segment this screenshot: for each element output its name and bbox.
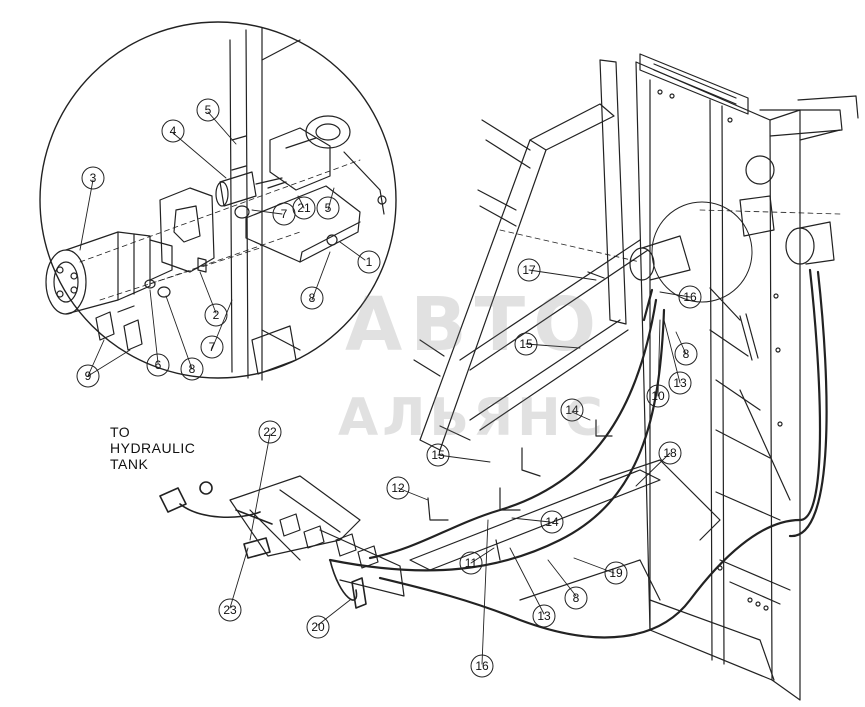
note-line-3: TANK: [110, 456, 149, 472]
callout-15a: [514, 332, 538, 356]
callout-6: [146, 353, 170, 377]
hydraulic-fittings: [95, 311, 143, 351]
callout-label-5a: 5: [205, 103, 212, 117]
callout-label-5b: 5: [325, 201, 332, 215]
callout-12: [386, 476, 410, 500]
callout-23: [218, 598, 242, 622]
callout-1: [357, 250, 381, 274]
callout-label-16a: 16: [683, 290, 697, 304]
callout-label-9: 9: [85, 369, 92, 383]
note-line-1: TO: [110, 424, 131, 440]
callout-15b: [426, 443, 450, 467]
washer: [234, 205, 250, 219]
callout-8b: [180, 357, 204, 381]
callout-label-8d: 8: [573, 591, 580, 605]
detail-view-circle: [39, 21, 397, 379]
frame-hydraulic-motors: [629, 155, 835, 303]
hydraulic-motor: [45, 231, 173, 315]
callout-2: [204, 303, 228, 327]
callout-16a: [678, 285, 702, 309]
callout-label-23: 23: [223, 603, 237, 617]
callout-22: [258, 420, 282, 444]
callout-label-7b: 7: [209, 340, 216, 354]
callout-leaders: [79, 111, 691, 665]
callout-label-7a: 7: [281, 207, 288, 221]
callout-5b: [316, 196, 340, 220]
hydraulic-tank-note: TO HYDRAULIC TANK: [110, 424, 195, 472]
callout-label-12: 12: [391, 481, 405, 495]
callout-label-6: 6: [155, 358, 162, 372]
callout-17: [517, 258, 541, 282]
hose-clamps: [427, 271, 613, 561]
note-line-2: HYDRAULIC: [110, 440, 196, 456]
callout-label-8b: 8: [189, 362, 196, 376]
callout-label-21: 21: [297, 201, 311, 215]
valve-fittings: [279, 513, 379, 569]
callout-label-15b: 15: [431, 448, 445, 462]
callout-19: [604, 561, 628, 585]
callout-20: [306, 615, 330, 639]
callout-label-14a: 14: [565, 403, 579, 417]
callout-label-17: 17: [522, 263, 536, 277]
hydraulic-hoses: [328, 268, 828, 639]
callout-10: [646, 384, 670, 408]
main-frame: [229, 53, 859, 701]
callout-18: [658, 441, 682, 465]
callout-3: [81, 166, 105, 190]
callout-balloons: [76, 98, 702, 678]
callout-4: [161, 119, 185, 143]
callout-label-4: 4: [170, 124, 177, 138]
callout-14b: [540, 510, 564, 534]
callout-label-18: 18: [663, 446, 677, 460]
callout-8a: [300, 286, 324, 310]
callout-8d: [564, 586, 588, 610]
callout-label-8c: 8: [683, 347, 690, 361]
callout-21: [292, 196, 316, 220]
callout-label-20: 20: [311, 620, 325, 634]
callout-7b: [200, 335, 224, 359]
callout-5a: [196, 98, 220, 122]
explode-axis-lines: [79, 159, 841, 301]
callout-label-10: 10: [651, 389, 665, 403]
callout-label-1: 1: [366, 255, 373, 269]
callout-label-19: 19: [609, 566, 623, 580]
callout-label-13a: 13: [673, 376, 687, 390]
small-washers-bolts: [117, 181, 297, 375]
callout-label-16b: 16: [475, 659, 489, 673]
callout-label-15a: 15: [519, 337, 533, 351]
callout-9: [76, 364, 100, 388]
tank-hose-assembly: [159, 481, 367, 609]
callout-13a: [668, 371, 692, 395]
shaft-coupler: [215, 171, 283, 207]
callout-13b: [532, 604, 556, 628]
motor-mount-plate: [159, 187, 215, 273]
callout-14a: [560, 398, 584, 422]
callout-label-8a: 8: [309, 291, 316, 305]
callout-16b: [470, 654, 494, 678]
detail-frame-rails: [229, 27, 301, 381]
callout-label-3: 3: [90, 171, 97, 185]
callout-label-11: 11: [465, 556, 478, 570]
callout-label-2: 2: [213, 308, 220, 322]
callout-8c: [674, 342, 698, 366]
callout-label-13b: 13: [537, 609, 551, 623]
callout-label-22: 22: [263, 425, 277, 439]
bearing-bracket: [245, 115, 387, 263]
callout-label-14b: 14: [545, 515, 559, 529]
callout-11: [459, 551, 483, 575]
